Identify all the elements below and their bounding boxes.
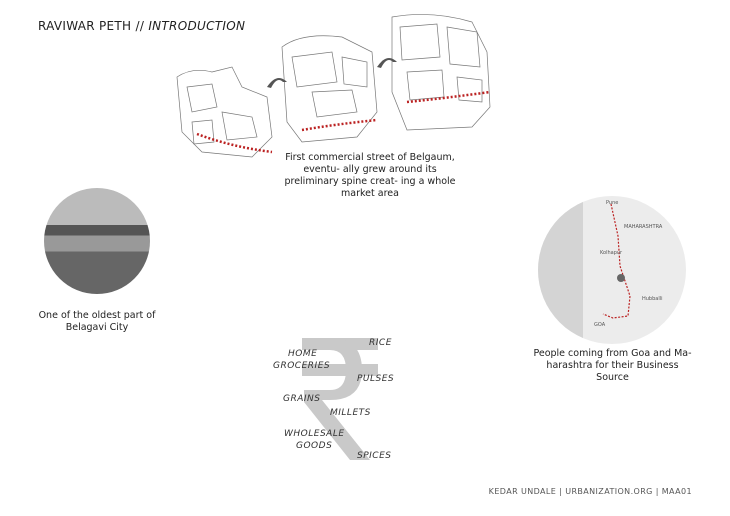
map-label-pune: Pune [606, 200, 619, 206]
title-sub: INTRODUCTION [148, 19, 246, 33]
map-label-hubballi: Hubballi [642, 296, 663, 302]
footer-credit: KEDAR UNDALE | URBANIZATION.ORG | MAA01 [488, 487, 692, 496]
word-millets: MILLETS [330, 408, 371, 418]
word-spices: SPICES [357, 451, 392, 461]
word-wholesale: WHOLESALE [284, 429, 345, 439]
map-label-goa: GOA [594, 322, 606, 328]
title-main: RAVIWAR PETH // [38, 19, 145, 33]
map-caption: People coming from Goa and Ma- harashtra… [533, 348, 692, 383]
word-home: HOME [288, 349, 318, 359]
rupee-icon: ₹ [302, 338, 378, 460]
word-rice: RICE [369, 338, 392, 348]
route-map: Pune MAHARASHTRA Kolhapur Hubballi GOA [538, 196, 686, 344]
page-title: RAVIWAR PETH // INTRODUCTION [38, 19, 245, 33]
word-grains: GRAINS [283, 394, 321, 404]
word-pulses: PULSES [357, 374, 395, 384]
map-label-kolhapur: Kolhapur [600, 250, 623, 256]
word-goods: GOODS [296, 441, 333, 451]
street-evolution-sketches [176, 14, 491, 158]
sketch-caption: First commercial street of Belgaum, even… [284, 152, 456, 199]
photo-caption: One of the oldest part of Belagavi City [38, 310, 156, 333]
old-market-photo [44, 188, 150, 294]
word-groceries: GROCERIES [273, 361, 331, 371]
map-label-maharashtra: MAHARASHTRA [624, 224, 663, 230]
